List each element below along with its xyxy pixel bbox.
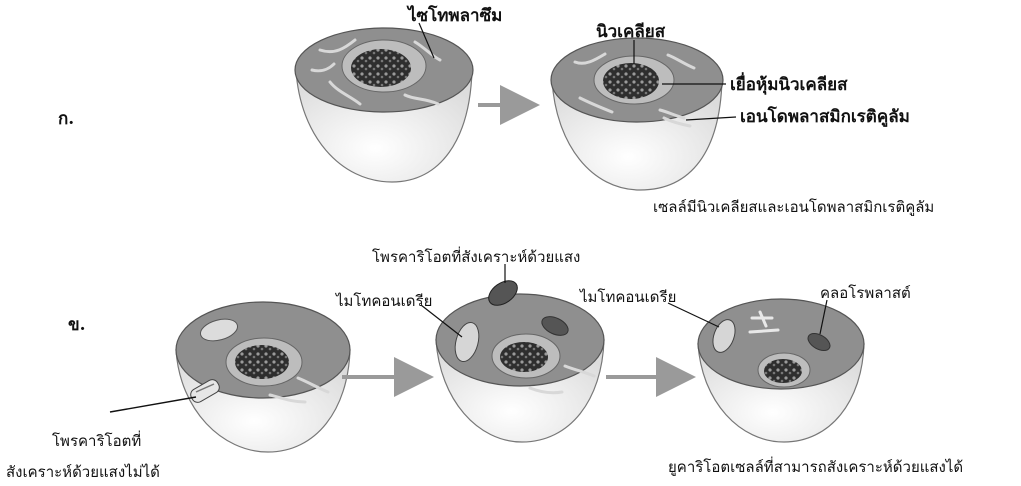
label-photo-prokaryote: โพรคาริโอตที่สังเคราะห์ด้วยแสง [372, 246, 580, 266]
nucleus-a1 [351, 49, 411, 87]
cell-b3 [698, 299, 864, 442]
nucleus-b1 [235, 345, 289, 379]
caption-a: เซลล์มีนิวเคลียสและเอนโดพลาสมิกเรติคูลัม [653, 198, 934, 216]
leader-nonphoto [110, 397, 196, 412]
leader-mitochondria-2 [668, 303, 719, 327]
label-er: เอนโดพลาสมิกเรติคูลัม [740, 106, 910, 128]
label-nuclear-envelope: เยื่อหุ้มนิวเคลียส [730, 72, 848, 95]
label-nonphoto-line1: โพรคาริโอตที่ [52, 430, 141, 450]
label-chloroplast: คลอโรพลาสต์ [820, 284, 911, 302]
label-nonphoto-line2: สังเคราะห์ด้วยแสงไม่ได้ [6, 463, 160, 481]
nucleus-b2 [500, 342, 548, 372]
caption-b: ยูคาริโอตเซลล์ที่สามารถสังเคราะห์ด้วยแสง… [668, 456, 963, 476]
label-mitochondria-1: ไมโทคอนเดรีย [335, 292, 432, 310]
cell-b2 [436, 276, 604, 442]
label-mitochondria-2: ไมโทคอนเดรีย [579, 288, 676, 306]
label-nucleus: นิวเคลียส [596, 21, 666, 42]
panel-b-letter: ข. [68, 315, 86, 335]
nucleus-a2 [603, 63, 659, 99]
cell-a1 [295, 28, 473, 182]
cell-a2 [551, 38, 723, 190]
nucleus-b3 [764, 359, 802, 383]
cell-b1 [176, 302, 350, 452]
label-cytoplasm: ไซโทพลาซึม [406, 5, 502, 26]
panel-a-letter: ก. [58, 109, 74, 129]
